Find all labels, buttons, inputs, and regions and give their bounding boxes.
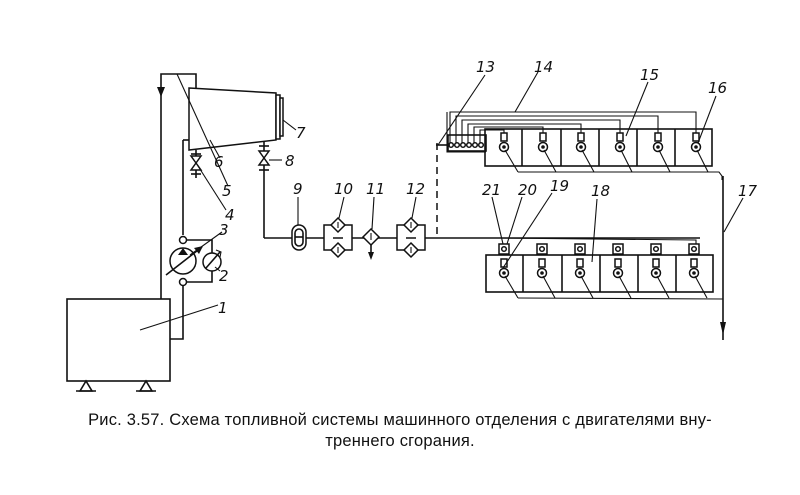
upper-engine bbox=[436, 111, 723, 180]
label-19: 19 bbox=[550, 177, 569, 195]
label-14: 14 bbox=[534, 58, 553, 76]
label-20: 20 bbox=[518, 181, 537, 199]
label-8: 8 bbox=[285, 152, 295, 170]
outlet-valve-8 bbox=[257, 141, 271, 238]
separator-11 bbox=[361, 227, 381, 260]
duplex-filter-10 bbox=[323, 216, 353, 259]
return-pipe bbox=[157, 73, 197, 299]
service-tank-6 bbox=[188, 87, 284, 151]
label-18: 18 bbox=[591, 182, 610, 200]
leader-lines bbox=[139, 71, 744, 331]
label-2: 2 bbox=[219, 267, 229, 285]
transfer-pump-3 bbox=[165, 235, 203, 287]
figure-caption-line-2: треннего сгорания. bbox=[325, 432, 475, 450]
label-10: 10 bbox=[334, 180, 353, 198]
label-6: 6 bbox=[214, 153, 224, 171]
label-3: 3 bbox=[219, 221, 229, 239]
arrow-down-icon bbox=[157, 87, 165, 97]
injector-row-upper bbox=[498, 132, 702, 153]
figure-caption-line-1: Рис. 3.57. Схема топливной системы машин… bbox=[88, 411, 712, 429]
hand-pump-2 bbox=[202, 249, 222, 272]
label-1: 1 bbox=[218, 299, 228, 317]
arrow-down-icon bbox=[720, 322, 726, 335]
fuel-distribution-block-13 bbox=[447, 141, 485, 149]
label-16: 16 bbox=[708, 79, 727, 97]
label-12: 12 bbox=[406, 180, 425, 198]
return-line-17 bbox=[720, 176, 726, 340]
fuel-pump-row-lower bbox=[498, 243, 700, 255]
duplex-filter-12 bbox=[396, 216, 426, 259]
label-5: 5 bbox=[222, 182, 232, 200]
label-9: 9 bbox=[293, 180, 303, 198]
label-4: 4 bbox=[225, 206, 235, 224]
injector-row-lower bbox=[498, 258, 700, 279]
label-11: 11 bbox=[366, 180, 385, 198]
label-7: 7 bbox=[296, 124, 306, 142]
flow-meter-9 bbox=[291, 224, 307, 251]
label-13: 13 bbox=[476, 58, 495, 76]
label-15: 15 bbox=[640, 66, 659, 84]
lower-engine bbox=[485, 237, 724, 300]
storage-tank-1 bbox=[66, 298, 171, 392]
drain-valve-4 bbox=[189, 150, 203, 178]
callout-labels: 1 2 3 4 5 6 7 8 9 10 11 12 13 14 15 16 1… bbox=[214, 58, 758, 317]
label-21: 21 bbox=[482, 181, 501, 199]
label-17: 17 bbox=[738, 182, 758, 200]
